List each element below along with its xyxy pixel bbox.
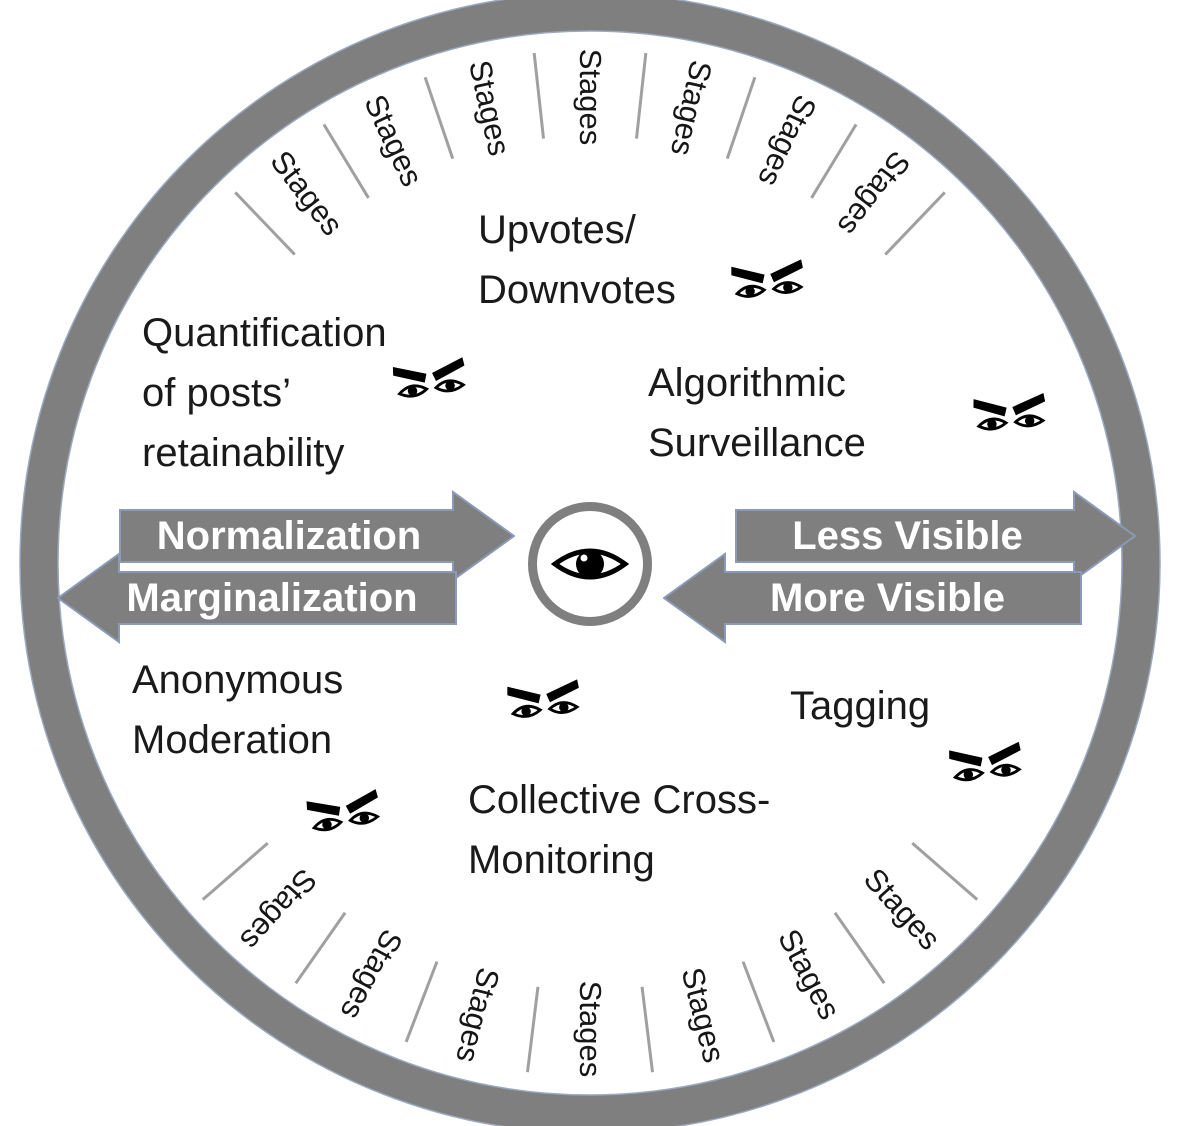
- label-line: Moderation: [132, 718, 333, 762]
- eye-icon: [550, 548, 630, 580]
- stage-label: Stages: [573, 980, 608, 1078]
- marginalization-arrow: Marginalization: [57, 552, 457, 644]
- watching-eyes-icon: [506, 674, 582, 725]
- watching-eyes-icon: [391, 352, 468, 406]
- watching-eyes-icon: [972, 388, 1048, 438]
- label-line: Monitoring: [468, 838, 655, 882]
- label-line: retainability: [142, 431, 345, 475]
- label-line: Quantification: [142, 311, 387, 355]
- label-quantification: Quantification of posts’ retainability: [142, 303, 387, 483]
- label-line: of posts’: [142, 371, 291, 415]
- label-line: Upvotes/: [478, 208, 636, 252]
- label-tagging: Tagging: [790, 676, 930, 736]
- left-arrow-icon: [663, 552, 1082, 644]
- right-arrow-icon: [735, 490, 1136, 582]
- label-algorithmic-surveillance: Algorithmic Surveillance: [648, 353, 866, 473]
- label-line: Surveillance: [648, 421, 866, 465]
- less-visible-arrow-label: Less Visible: [792, 513, 1023, 558]
- central-eye-badge: [528, 502, 652, 626]
- label-line: Collective Cross-: [468, 778, 771, 822]
- stage-label: Stages: [573, 48, 608, 146]
- normalization-arrow: Normalization: [119, 490, 515, 582]
- normalization-arrow-label: Normalization: [156, 513, 422, 558]
- label-line: Anonymous: [132, 658, 344, 702]
- watching-eyes-icon: [730, 254, 806, 305]
- label-anonymous-moderation: Anonymous Moderation: [132, 650, 343, 770]
- label-line: Algorithmic: [648, 361, 846, 405]
- label-line: Tagging: [790, 684, 931, 728]
- left-arrow-icon: [57, 552, 457, 644]
- watching-eyes-icon: [948, 737, 1025, 789]
- marginalization-arrow-label: Marginalization: [126, 575, 418, 620]
- less-visible-arrow: Less Visible: [735, 490, 1136, 582]
- more-visible-arrow: More Visible: [663, 552, 1082, 644]
- more-visible-arrow-label: More Visible: [770, 575, 1005, 620]
- right-arrow-icon: [119, 490, 515, 582]
- label-collective-cross-monitoring: Collective Cross- Monitoring: [468, 770, 770, 890]
- label-line: Downvotes: [478, 268, 676, 312]
- label-upvotes-downvotes: Upvotes/ Downvotes: [478, 200, 676, 320]
- watching-eyes-icon: [305, 784, 384, 840]
